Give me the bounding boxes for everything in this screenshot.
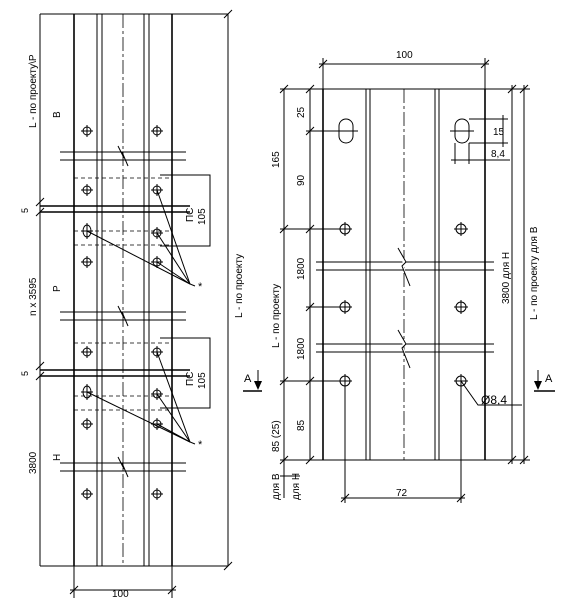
label-nx3595: n x 3595 <box>28 277 39 316</box>
hole-marker <box>151 488 163 500</box>
left-hole-markers <box>81 125 163 500</box>
label-l-project-dlya-v: L - по проекту для В <box>529 226 540 320</box>
hole-marker <box>338 300 352 314</box>
label-105-bottom: 105 <box>197 372 208 389</box>
label-width-100: 100 <box>112 589 129 600</box>
label-1800-a: 1800 <box>296 257 307 280</box>
hole-marker <box>338 374 352 388</box>
left-rail-view: L - по проекту\Р В 5 n x 3595 Р 5 3800 Н… <box>20 9 245 600</box>
label-72: 72 <box>396 488 408 499</box>
label-3800: 3800 <box>28 451 39 474</box>
label-section-a-left: А <box>244 373 252 385</box>
label-l-project-b: L - по проекту\Р <box>28 54 39 128</box>
hole-marker <box>454 222 468 236</box>
label-p: Р <box>52 285 63 292</box>
hole-marker <box>151 125 163 137</box>
section-mark-left <box>243 370 262 392</box>
hole-marker <box>81 488 93 500</box>
label-b: В <box>52 111 63 118</box>
hole-marker <box>81 346 93 358</box>
label-dlya-n: для Н <box>291 473 302 500</box>
hole-marker <box>81 184 93 196</box>
hole-marker <box>81 418 93 430</box>
label-top-100: 100 <box>396 50 413 61</box>
label-h: Н <box>52 454 63 461</box>
label-105-top: 105 <box>197 208 208 225</box>
label-gap-top: 5 <box>20 208 30 213</box>
label-165: 165 <box>271 151 282 168</box>
hole-marker <box>81 256 93 268</box>
label-pc-top: ПС <box>185 208 196 222</box>
hole-marker <box>81 125 93 137</box>
label-pc-bottom: ПС <box>185 372 196 386</box>
slot-right <box>450 118 474 144</box>
label-l-project-right-left: L - по проекту <box>271 284 282 348</box>
label-85-25: 85 (25) <box>271 420 282 452</box>
label-star-top: * <box>198 281 203 293</box>
label-dlya-v: для В <box>271 473 282 500</box>
label-25: 25 <box>296 106 307 118</box>
hole-marker <box>454 300 468 314</box>
label-3800-dlya-n: 3800 для Н <box>501 252 512 304</box>
label-slot-84: 8,4 <box>491 149 505 160</box>
label-slot-15: 15 <box>493 127 505 138</box>
section-mark-right <box>534 370 555 392</box>
label-star-bottom: * <box>198 439 203 451</box>
hole-marker <box>338 222 352 236</box>
label-gap-bottom: 5 <box>20 371 30 376</box>
right-rail-view: 100 25 165 90 L - по проекту 1800 1800 8… <box>243 50 555 503</box>
label-90: 90 <box>296 174 307 186</box>
label-l-project-main: L - по проекту <box>234 254 245 318</box>
label-hole-diameter: Ø8,4 <box>481 393 507 407</box>
left-break-lines <box>60 145 186 478</box>
label-section-a-right: А <box>545 373 553 385</box>
label-1800-b: 1800 <box>296 337 307 360</box>
label-85: 85 <box>296 419 307 431</box>
